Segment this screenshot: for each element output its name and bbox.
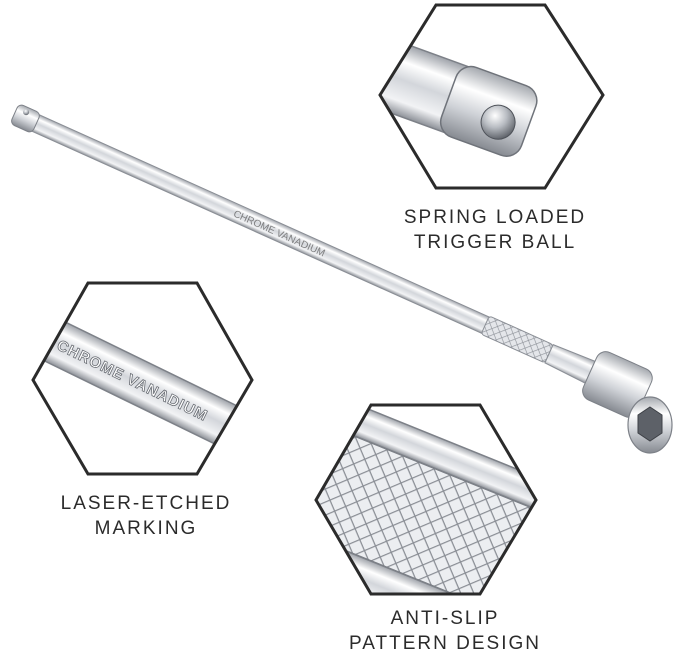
bar-etched-text: CHROME VANADIUM [231, 209, 326, 260]
caption-anti-slip: ANTI-SLIP PATTERN DESIGN [330, 606, 560, 656]
caption-trigger-line2: TRIGGER BALL [413, 232, 577, 253]
caption-trigger-line1: SPRING LOADED [403, 207, 587, 228]
socket-end [627, 396, 673, 454]
caption-laser-line1: LASER-ETCHED [60, 493, 232, 514]
callout-anti-slip [314, 403, 538, 596]
hexagon-frame-left [31, 281, 254, 476]
callout-laser-marking: CHROME VANADIUM [31, 281, 254, 476]
caption-anti-slip-line2: PATTERN DESIGN [349, 633, 541, 654]
callout-trigger-ball [378, 3, 605, 190]
caption-laser-marking: LASER-ETCHED MARKING [46, 491, 246, 541]
caption-anti-slip-line1: ANTI-SLIP [390, 608, 500, 629]
hexagon-frame-bottom [314, 403, 538, 596]
caption-trigger-ball: SPRING LOADED TRIGGER BALL [395, 205, 595, 255]
caption-laser-line2: MARKING [94, 518, 198, 539]
hexagon-frame-top [378, 3, 605, 190]
